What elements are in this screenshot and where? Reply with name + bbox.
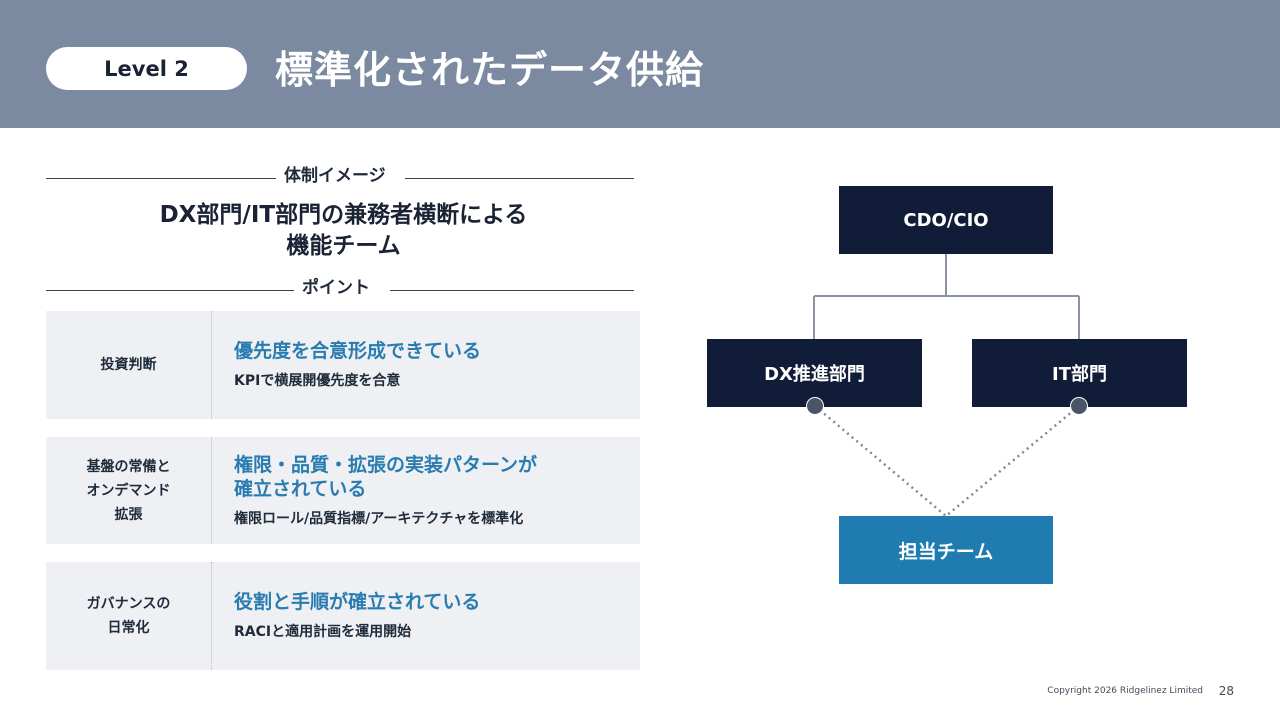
points-section-label: ポイント [294,277,378,299]
point-body: 役割と手順が確立されている RACIと適用計画を運用開始 [234,562,632,670]
point-detail: 権限ロール/品質指標/アーキテクチャを標準化 [234,510,524,527]
point-label-line: 基盤の常備と [86,458,171,475]
org-box-responsible-team: 担当チーム [839,516,1053,584]
point-headline: 優先度を合意形成できている [234,339,632,363]
header-band: Level 2 標準化されたデータ供給 [0,0,1280,128]
org-box-cdo-cio: CDO/CIO [839,186,1053,254]
point-label: ガバナンスの 日常化 [46,562,212,670]
point-headline-line: 役割と手順が確立されている [234,591,481,613]
connector-dot-left [806,397,824,415]
point-label: 投資判断 [46,311,212,419]
point-row-investment: 投資判断 優先度を合意形成できている KPIで横展開優先度を合意 [46,311,640,419]
org-box-dx-promotion: DX推進部門 [707,339,922,407]
org-section-divider-left [46,178,276,179]
point-row-governance: ガバナンスの 日常化 役割と手順が確立されている RACIと適用計画を運用開始 [46,562,640,670]
point-headline: 権限・品質・拡張の実装パターンが 確立されている [234,453,632,501]
point-headline-line: 権限・品質・拡張の実装パターンが [234,453,538,476]
points-section-divider-left [46,290,294,291]
point-body: 優先度を合意形成できている KPIで横展開優先度を合意 [234,311,632,419]
page-title: 標準化されたデータ供給 [275,48,705,92]
point-label-line: ガバナンスの [86,596,171,612]
point-row-platform: 基盤の常備と オンデマンド 拡張 権限・品質・拡張の実装パターンが 確立されてい… [46,437,640,544]
point-headline-line: 優先度を合意形成できている [234,340,482,362]
copyright-text: Copyright 2026 Ridgelinez Limited [1047,686,1203,696]
org-section-divider-right [405,178,634,179]
page-number: 28 [1218,684,1234,698]
connector-dot-right [1070,397,1088,415]
org-title-line-1: DX部門/IT部門の兼務者横断による [159,202,528,228]
point-headline-line: 確立されている [234,477,367,500]
points-section-divider-right [390,290,634,291]
org-title-line-2: 機能チーム [286,233,401,259]
org-section-label: 体制イメージ [276,165,394,187]
solid-connector-line [813,254,1080,339]
point-label-line: 日常化 [107,620,150,636]
point-body: 権限・品質・拡張の実装パターンが 確立されている 権限ロール/品質指標/アーキテ… [234,437,632,544]
point-label-line: 投資判断 [100,357,157,373]
point-detail: KPIで横展開優先度を合意 [234,373,401,389]
org-title: DX部門/IT部門の兼務者横断による 機能チーム [46,200,641,262]
level-badge: Level 2 [46,47,247,90]
point-label-line: 拡張 [114,506,143,523]
org-box-it-department: IT部門 [972,339,1187,407]
point-label: 基盤の常備と オンデマンド 拡張 [46,437,212,544]
point-label-line: オンデマンド [86,482,171,499]
point-headline: 役割と手順が確立されている [234,590,632,614]
dotted-connector-line [814,405,1080,518]
point-detail: RACIと適用計画を運用開始 [234,624,412,640]
